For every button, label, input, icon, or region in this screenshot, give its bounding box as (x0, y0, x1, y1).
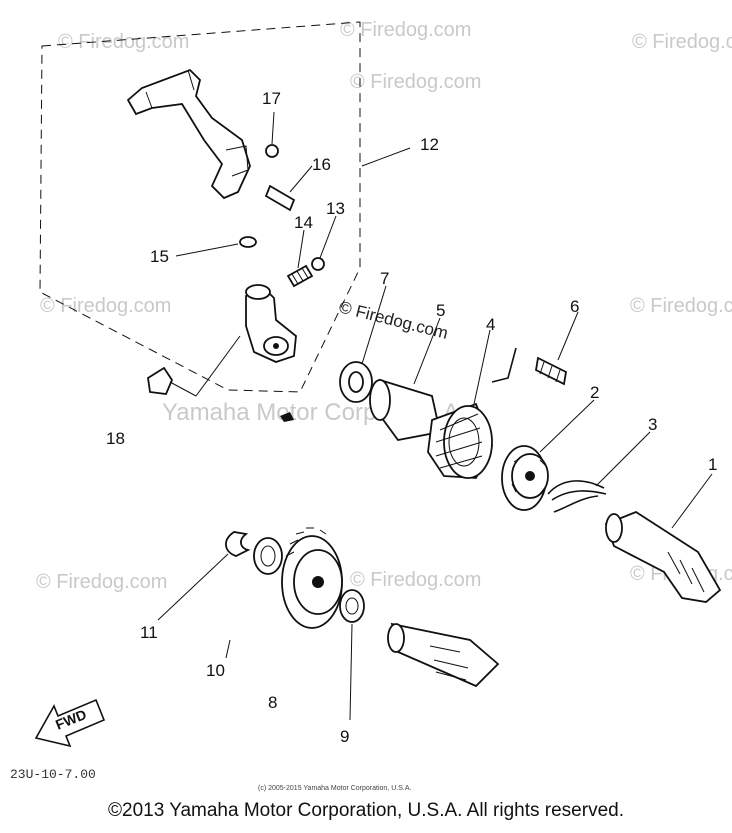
label-8: 8 (268, 693, 277, 712)
part-10 (253, 537, 283, 575)
label-17: 17 (262, 89, 281, 108)
label-7: 7 (380, 269, 389, 288)
bolt-18 (147, 366, 174, 395)
label-12: 12 (420, 135, 439, 154)
label-13: 13 (326, 199, 345, 218)
part-5 (369, 378, 442, 441)
pin-16 (264, 184, 296, 212)
watermark: © Firedog.com (630, 295, 732, 317)
assembly-outline (39, 21, 361, 393)
ball-17 (265, 144, 279, 158)
label-6: 6 (570, 297, 579, 316)
label-3: 3 (648, 415, 657, 434)
watermark: © Firedog.com (350, 569, 481, 591)
watermark: © Firedog.com (36, 571, 167, 593)
label-1: 1 (708, 455, 717, 474)
label-10: 10 (206, 661, 225, 680)
marker-arrow-icon (280, 412, 294, 422)
callout-labels: 1 2 3 4 5 6 7 8 9 10 11 12 13 14 15 16 1… (106, 89, 717, 746)
small-copyright: (c) 2005-2015 Yamaha Motor Corporation, … (258, 785, 411, 792)
watermark: © Firedog.com (632, 31, 732, 53)
part-1 (604, 510, 722, 603)
label-14: 14 (294, 213, 313, 232)
part-6 (491, 347, 567, 386)
diagram-code: 23U-10-7.00 (10, 767, 96, 782)
part-9 (339, 589, 365, 623)
kick-pedal (126, 68, 251, 200)
label-11: 11 (140, 623, 158, 642)
watermark: © Firedog.com (340, 19, 471, 41)
watermark: © Firedog.com (58, 31, 189, 53)
shaft-outline (387, 622, 500, 688)
label-16: 16 (312, 155, 331, 174)
label-5: 5 (436, 301, 445, 320)
part-2 (501, 445, 549, 511)
part-11 (225, 531, 251, 557)
watermark: © Firedog.com (350, 71, 481, 93)
part-13 (311, 257, 325, 271)
watermark: © Firedog.com (40, 295, 171, 317)
leader-lines (157, 111, 713, 721)
label-18: 18 (106, 429, 125, 448)
label-2: 2 (590, 383, 599, 402)
part-15 (239, 236, 257, 248)
fwd-arrow-icon: FWD (34, 698, 106, 748)
part-7 (339, 361, 373, 403)
copyright-notice: ©2013 Yamaha Motor Corporation, U.S.A. A… (108, 800, 624, 821)
label-15: 15 (150, 247, 169, 266)
label-9: 9 (340, 727, 349, 746)
part-4 (427, 402, 493, 479)
label-4: 4 (486, 315, 495, 334)
kick-boss (245, 284, 297, 363)
part-3 (547, 480, 607, 513)
part-8-gear (281, 527, 343, 629)
